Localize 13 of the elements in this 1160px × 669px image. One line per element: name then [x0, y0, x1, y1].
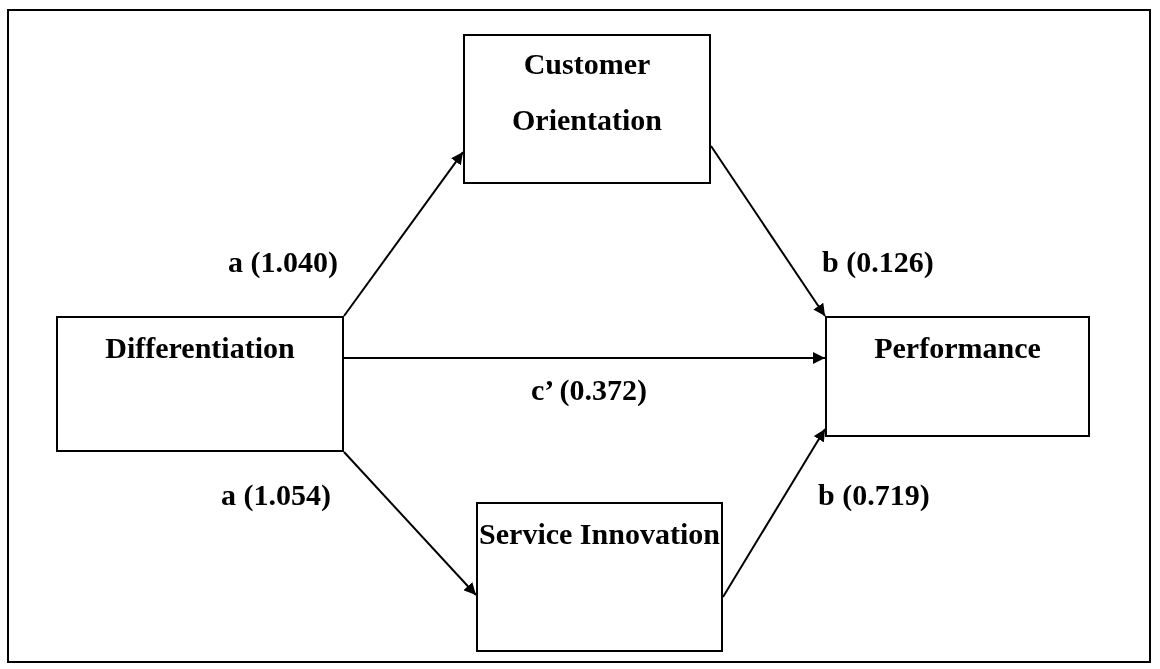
arrow — [343, 352, 826, 364]
node-label: Service Innovation — [479, 516, 720, 552]
node-label: Performance — [874, 330, 1041, 366]
arrow — [343, 451, 477, 596]
variable-box — [463, 34, 711, 184]
variable-box — [825, 316, 1090, 437]
variable-box — [56, 316, 344, 452]
variable-box — [476, 502, 723, 652]
arrow — [710, 145, 826, 317]
arrow — [343, 151, 464, 317]
node-label: Customer Orientation — [511, 46, 663, 138]
node-label: Differentiation — [105, 330, 295, 366]
arrow — [722, 428, 826, 598]
